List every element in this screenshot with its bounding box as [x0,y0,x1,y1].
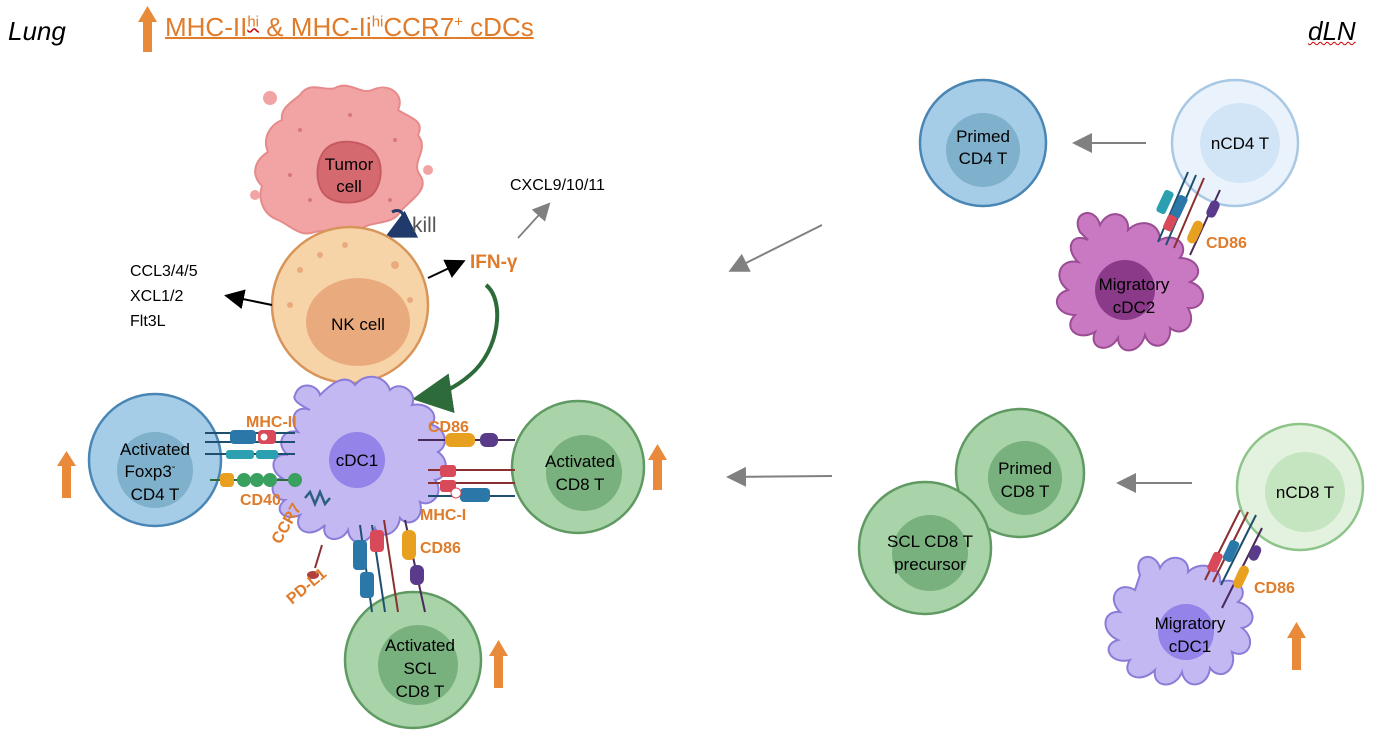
tumor-cell [250,84,433,235]
cxcl-arrow [517,202,551,239]
scl-precursor-cell [857,480,993,616]
naive-cd4-cell [1170,78,1300,208]
ifng-arrow [427,259,466,279]
title-part2: & MHC-Ii [259,12,372,42]
lung-label: Lung [8,16,66,46]
treg-label-2: Foxp3- [125,461,176,481]
title-part3: CCR7 [383,12,455,42]
ncd8-label: nCD8 T [1276,483,1334,502]
primed-cd8-label-2: CD8 T [1001,482,1050,501]
mhc-i-tcr-icon [428,465,515,502]
scl-label-2: SCL [403,659,436,678]
mhc-i-tcr-dln-icon [1204,509,1257,586]
cd40-icon [210,473,302,487]
ccr7-icon [304,488,331,508]
pdl1-icon [307,544,323,579]
ifng-curve-arrow [412,283,500,414]
scl-prec-label-1: SCL CD8 T [887,532,973,551]
up-arrow-icon [648,444,667,490]
cd86-dln-icon-2 [1221,527,1263,609]
mhc-ii-tcr-icon [205,430,295,459]
scl-label-1: Activated [385,636,455,655]
cd86-scl-icon [402,519,426,613]
cd86-label-d: CD86 [1254,580,1295,597]
naive-cd8-cell [1235,422,1365,552]
treg-label-3: CD4 T [131,485,180,504]
scl-prec-label-2: precursor [894,555,966,574]
activated-scl-cd8-cell [343,590,483,730]
ccl-arrow [224,289,273,310]
activated-cd8-cell [510,399,646,535]
mhc-i-label: MHC-I [420,507,466,524]
migratory-cdc2-cell [1056,212,1204,352]
tumor-label-1: Tumor [325,155,374,174]
ncd4-label: nCD4 T [1211,134,1269,153]
mig-cdc2-label-1: Migratory [1099,275,1170,294]
up-arrow-icon [1287,622,1306,670]
cd86-label-b: CD86 [420,540,461,557]
header-title: MHC-IIhi & MHC-IihiCCR7+ cDCs [165,12,534,43]
mig-cdc1-label-2: cDC1 [1169,637,1212,656]
title-sup1: hi [247,13,260,31]
title-part4: cDCs [462,12,534,42]
migration-arrow-upper [728,224,823,272]
treg-cell [87,392,223,528]
pdl1-label: PD-L1 [284,565,330,608]
cd8-label-2: CD8 T [556,475,605,494]
primed-cd8-label-1: Primed [998,459,1052,478]
scl-label-3: CD8 T [396,682,445,701]
cdc1-label: cDC1 [336,451,379,470]
kill-label: kill [412,214,437,237]
primed-cd4-label-1: Primed [956,127,1010,146]
primed-cd4-label-2: CD4 T [959,149,1008,168]
cxcl-label: CXCL9/10/11 [510,177,605,194]
cd8-label-1: Activated [545,452,615,471]
mhc-i-scl-icon [353,519,399,613]
cd86-label-a: CD86 [428,419,469,436]
mig-cdc1-label-1: Migratory [1155,614,1226,633]
migratory-cdc1-cell [1104,556,1254,686]
title-part1: MHC-II [165,12,248,42]
ifng-label: IFN-γ [470,252,518,273]
ccl-label-1: CCL3/4/5 [130,263,198,280]
tumor-label-2: cell [336,177,362,196]
treg-label-1: Activated [120,440,190,459]
mhc-ii-label: MHC-II [246,414,297,431]
cd86-dln-icon [1187,189,1221,256]
up-arrow-icon [138,6,157,52]
dln-label: dLN [1308,16,1356,46]
migration-arrow-lower [726,466,833,487]
cd86-icon [418,433,515,447]
title-sup2: hi [371,13,384,31]
ccl-label-2: XCL1/2 [130,288,183,305]
mig-cdc2-label-2: cDC2 [1113,298,1156,317]
title-sup3: + [454,13,463,31]
cd86-label-c: CD86 [1206,235,1247,252]
up-arrow-icon [57,451,76,498]
nk-label: NK cell [331,315,385,334]
ccl-label-3: Flt3L [130,313,166,330]
nk-cell [270,225,430,385]
mhc-ii-tcr-dln-icon [1156,171,1205,249]
up-arrow-icon [489,640,508,688]
cd40-label: CD40 [240,492,281,509]
primed-cd4-cell [918,78,1048,208]
kill-arrow [384,209,419,238]
primed-cd8-cell [954,407,1086,539]
